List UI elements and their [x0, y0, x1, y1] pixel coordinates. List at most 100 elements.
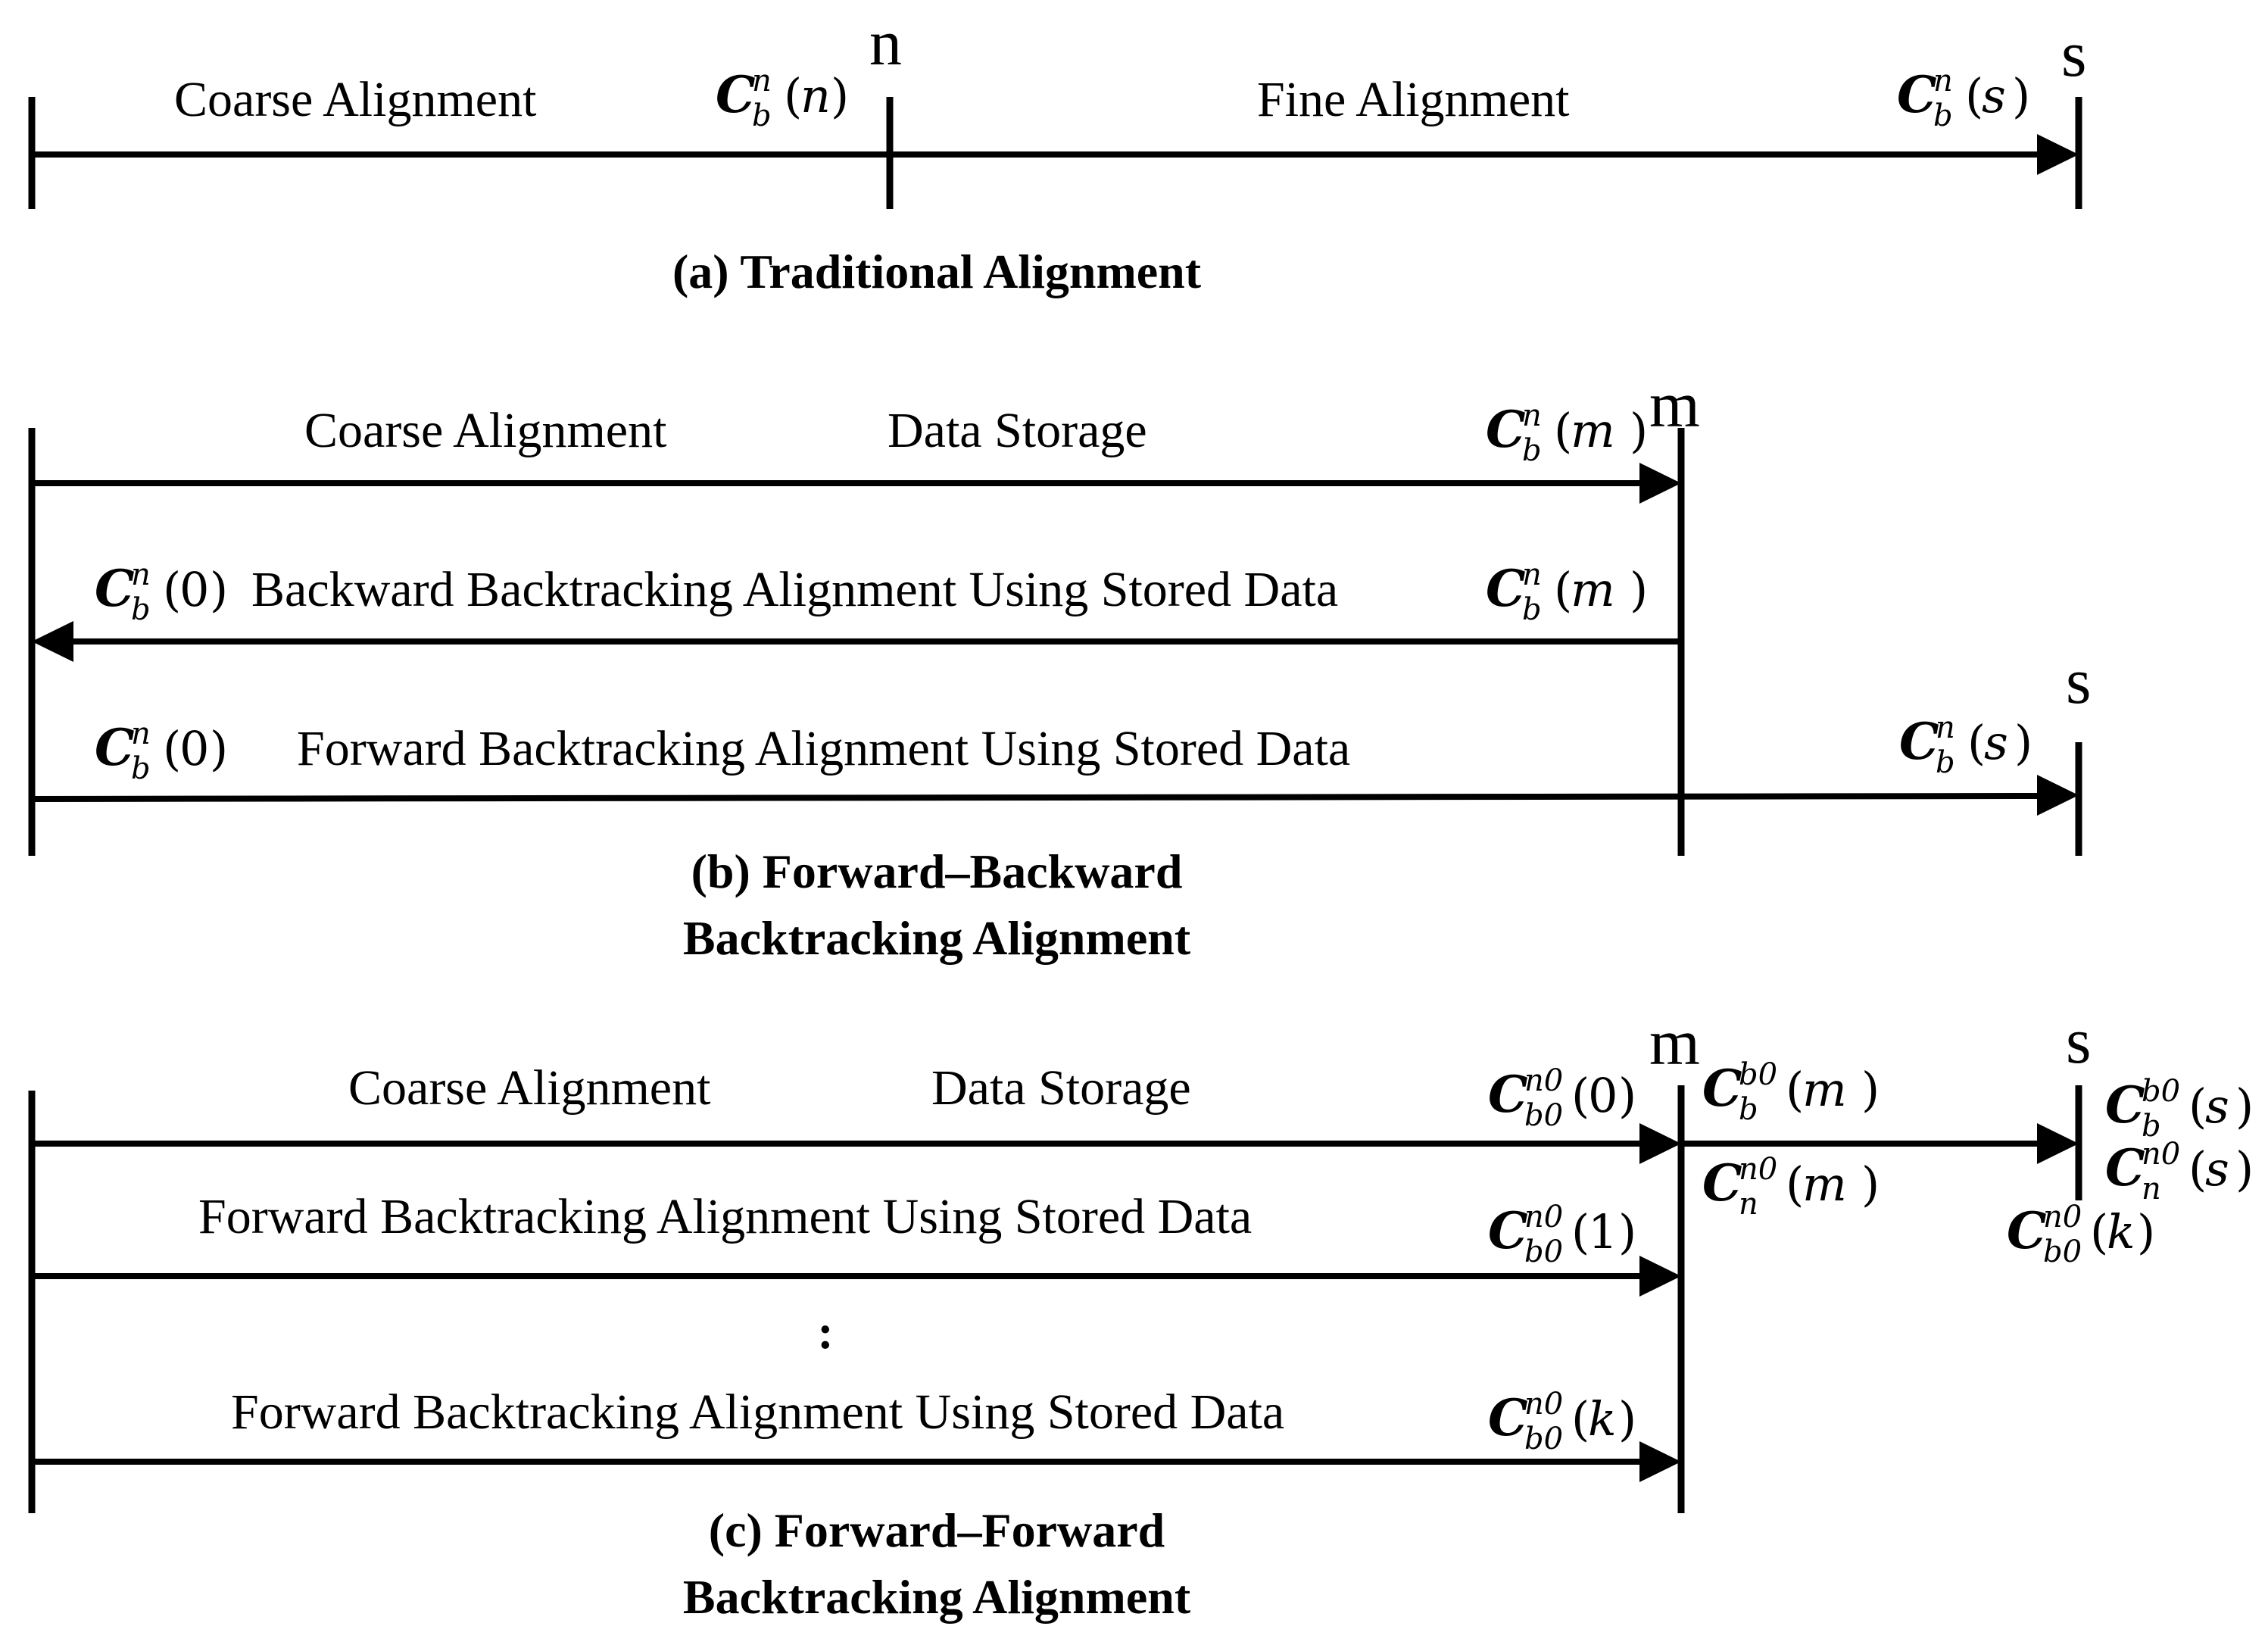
- matrix-cnn0-s: C n0 n ( s ): [2105, 1137, 2254, 1206]
- svg-text:): ): [1630, 562, 1648, 617]
- data-storage-label: Data Storage: [931, 1060, 1191, 1116]
- arrowhead: [1639, 463, 1681, 504]
- svg-text:C: C: [1702, 1153, 1742, 1213]
- svg-text:b: b: [2142, 1109, 2161, 1144]
- svg-text:C: C: [1899, 712, 1939, 771]
- caption-c-line2: Backtracking Alignment: [683, 1570, 1191, 1624]
- svg-text:b0: b0: [1524, 1422, 1563, 1456]
- svg-text:(: (: [2188, 1141, 2207, 1197]
- svg-text:m: m: [1802, 1062, 1847, 1117]
- svg-text:(: (: [1554, 562, 1572, 617]
- matrix-cbn-m-row2: C n b ( m ): [1486, 557, 1648, 627]
- forward-backtracking-label-k: Forward Backtracking Alignment Using Sto…: [231, 1384, 1284, 1440]
- svg-text:C: C: [2007, 1201, 2047, 1260]
- svg-text:n: n: [131, 557, 151, 592]
- svg-text:): ): [210, 721, 228, 776]
- arrowhead: [1639, 1441, 1681, 1482]
- svg-text:): ): [1861, 1062, 1880, 1117]
- svg-text:b: b: [131, 751, 151, 786]
- svg-text:): ): [2137, 1204, 2155, 1259]
- svg-text:b: b: [752, 98, 772, 133]
- caption-b-line2: Backtracking Alignment: [683, 911, 1191, 965]
- svg-text:n0: n0: [1524, 1063, 1563, 1098]
- svg-text:): ): [1618, 1391, 1636, 1447]
- svg-text:b0: b0: [1524, 1098, 1563, 1133]
- svg-text:(: (: [1554, 403, 1572, 458]
- svg-text:): ): [2012, 68, 2030, 123]
- svg-text:(: (: [1965, 68, 1983, 123]
- svg-text:s: s: [2205, 1078, 2229, 1134]
- svg-text:C: C: [2105, 1075, 2145, 1135]
- arrowhead: [2037, 1123, 2079, 1164]
- svg-text:n0: n0: [2142, 1137, 2180, 1172]
- svg-text:C: C: [1486, 400, 1526, 459]
- svg-text:n: n: [2142, 1172, 2161, 1206]
- svg-text:): ): [2235, 1141, 2254, 1197]
- svg-text:n0: n0: [1739, 1152, 1777, 1187]
- marker-s: s: [2066, 645, 2091, 717]
- svg-text:n0: n0: [1524, 1200, 1563, 1234]
- svg-text:C: C: [2105, 1138, 2145, 1197]
- svg-text:): ): [2014, 715, 2032, 770]
- svg-text:C: C: [1488, 1388, 1528, 1447]
- backward-backtracking-label: Backward Backtracking Alignment Using St…: [251, 562, 1338, 617]
- svg-text:m: m: [1802, 1156, 1847, 1212]
- svg-text:): ): [1861, 1156, 1880, 1212]
- svg-text:C: C: [1897, 65, 1937, 124]
- svg-text:C: C: [95, 559, 135, 618]
- svg-text:b: b: [131, 592, 151, 627]
- svg-text:b: b: [1936, 745, 1955, 780]
- arrowhead: [1639, 1256, 1681, 1297]
- svg-text:b: b: [1933, 98, 1953, 133]
- forward-backtracking-label-1: Forward Backtracking Alignment Using Sto…: [198, 1189, 1252, 1244]
- caption-a: (a) Traditional Alignment: [672, 245, 1202, 298]
- forward-backtracking-label: Forward Backtracking Alignment Using Sto…: [297, 721, 1350, 776]
- svg-text:(: (: [1786, 1156, 1804, 1212]
- svg-text:k: k: [2107, 1204, 2135, 1259]
- svg-text:): ): [210, 562, 228, 617]
- ellipsis: :: [817, 1305, 833, 1359]
- arrowhead: [2037, 775, 2079, 816]
- svg-text:(: (: [1967, 715, 1986, 770]
- svg-text:(: (: [784, 68, 802, 123]
- matrix-cb0n0-k: C n0 b0 ( k ): [1488, 1387, 1636, 1456]
- svg-text:1: 1: [1588, 1204, 1618, 1259]
- svg-text:(: (: [2090, 1204, 2108, 1259]
- panel-a: Coarse Alignment Fine Alignment n s C n …: [28, 6, 2086, 298]
- marker-m: m: [1649, 368, 1700, 441]
- svg-text:s: s: [1982, 68, 2006, 123]
- svg-text:(: (: [1571, 1391, 1589, 1447]
- svg-text:n: n: [1522, 398, 1542, 433]
- svg-text:): ): [831, 68, 849, 123]
- svg-text:0: 0: [179, 562, 209, 617]
- svg-text:C: C: [1702, 1059, 1742, 1118]
- svg-text:m: m: [1571, 403, 1615, 458]
- panel-b: Coarse Alignment Data Storage m s C n b …: [28, 368, 2091, 965]
- data-storage-label: Data Storage: [888, 403, 1147, 458]
- svg-text:): ): [1618, 1204, 1636, 1259]
- svg-text:): ): [2235, 1078, 2254, 1134]
- marker-s: s: [2061, 17, 2086, 90]
- svg-text:k: k: [1588, 1391, 1617, 1447]
- svg-text:n0: n0: [1524, 1387, 1563, 1422]
- matrix-cb0n0-k-at-s: C n0 b0 ( k ): [2007, 1200, 2155, 1269]
- svg-text:(: (: [163, 721, 181, 776]
- svg-text:n: n: [1739, 1187, 1758, 1222]
- svg-text:s: s: [1984, 715, 2008, 770]
- svg-text:b0: b0: [2142, 1074, 2180, 1109]
- matrix-cb0n0-1: C n0 b0 ( 1 ): [1488, 1200, 1636, 1269]
- svg-text:C: C: [1486, 559, 1526, 618]
- caption-b-line1: (b) Forward–Backward: [691, 844, 1183, 898]
- matrix-cbn-0-row2: C n b ( 0 ): [95, 557, 228, 627]
- svg-text:n0: n0: [2043, 1200, 2082, 1234]
- svg-text:n: n: [1933, 64, 1953, 98]
- forward-arrow: [31, 793, 2038, 802]
- svg-text:(: (: [2188, 1078, 2207, 1134]
- svg-text:n: n: [1522, 557, 1542, 592]
- coarse-alignment-label: Coarse Alignment: [348, 1060, 710, 1116]
- arrowhead: [32, 621, 73, 662]
- svg-text:b: b: [1522, 592, 1542, 627]
- svg-text:(: (: [1571, 1068, 1589, 1123]
- matrix-cbn-m-row1: C n b ( m ): [1486, 398, 1648, 468]
